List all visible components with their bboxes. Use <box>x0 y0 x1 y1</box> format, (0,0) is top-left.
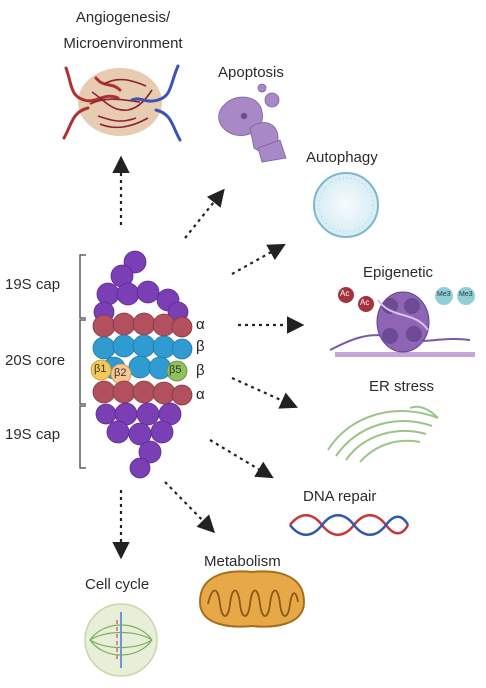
methyl-label-1: Me3 <box>437 291 451 298</box>
cap-bottom-label: 19S cap <box>5 426 61 443</box>
acetyl-mark-1 <box>338 287 354 303</box>
beta5-subunit <box>166 360 188 382</box>
methyl-mark-2 <box>457 287 475 305</box>
autophagy-icon <box>313 172 379 238</box>
beta5-label: β5 <box>169 364 182 376</box>
proteasome-icon <box>90 250 193 479</box>
metabolism-icon <box>198 570 306 628</box>
arrow-to-metabolism <box>164 481 216 534</box>
dna-repair-icon <box>289 514 410 536</box>
acetyl-label-1: Ac <box>340 289 350 298</box>
acetyl-mark-2 <box>358 296 374 312</box>
brackets <box>79 254 86 469</box>
er-stress-label: ER stress <box>369 378 435 395</box>
acetyl-label-2: Ac <box>360 298 370 307</box>
cell-cycle-icon <box>84 603 158 677</box>
arrow-to-autophagy <box>231 243 286 275</box>
dna-repair-label: DNA repair <box>303 488 377 505</box>
beta2-label: β2 <box>114 367 127 379</box>
arrows <box>112 155 305 560</box>
apoptosis-icon <box>218 83 287 163</box>
angiogenesis-label: Angiogenesis/ Microenvironment <box>63 9 183 52</box>
beta1-subunit <box>90 359 112 381</box>
arrow-to-apoptosis <box>184 188 225 239</box>
beta1-label: β1 <box>94 363 107 375</box>
autophagy-label: Autophagy <box>306 149 378 166</box>
methyl-label-2: Me3 <box>459 291 473 298</box>
cell-cycle-label: Cell cycle <box>85 576 150 593</box>
ring-label-alpha-bottom: α <box>196 386 205 403</box>
core-label: 20S core <box>5 352 66 369</box>
methyl-mark-1 <box>435 287 453 305</box>
ring-label-beta-bottom: β <box>196 362 205 379</box>
arrow-to-dna-repair <box>209 439 274 479</box>
apoptosis-label: Apoptosis <box>218 64 284 81</box>
epigenetic-label: Epigenetic <box>363 264 434 281</box>
cap-top-label: 19S cap <box>5 276 61 293</box>
arrow-to-er-stress <box>231 376 299 409</box>
ring-label-beta-top: β <box>196 338 205 355</box>
metabolism-label: Metabolism <box>204 553 281 570</box>
er-stress-icon <box>327 405 439 463</box>
angiogenesis-icon <box>62 64 182 142</box>
ring-label-alpha-top: α <box>196 316 205 333</box>
epigenetic-icon <box>329 287 475 357</box>
